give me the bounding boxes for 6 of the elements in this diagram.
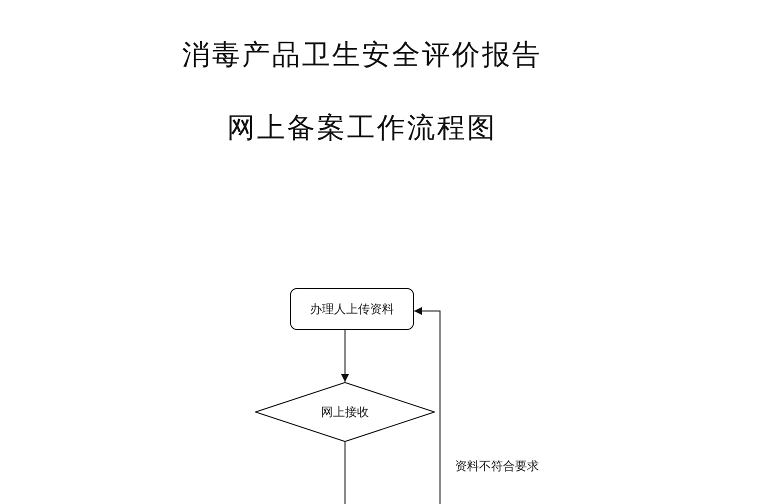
decision-diamond: 网上接收 bbox=[255, 382, 435, 442]
title: 消毒产品卫生安全评价报告网上备案工作流程图 bbox=[181, 37, 543, 146]
arrow bbox=[414, 307, 440, 504]
arrow bbox=[341, 330, 349, 382]
process-box: 办理人上传资料 bbox=[290, 288, 414, 330]
edge-label: 资料不符合要求 bbox=[455, 458, 539, 475]
